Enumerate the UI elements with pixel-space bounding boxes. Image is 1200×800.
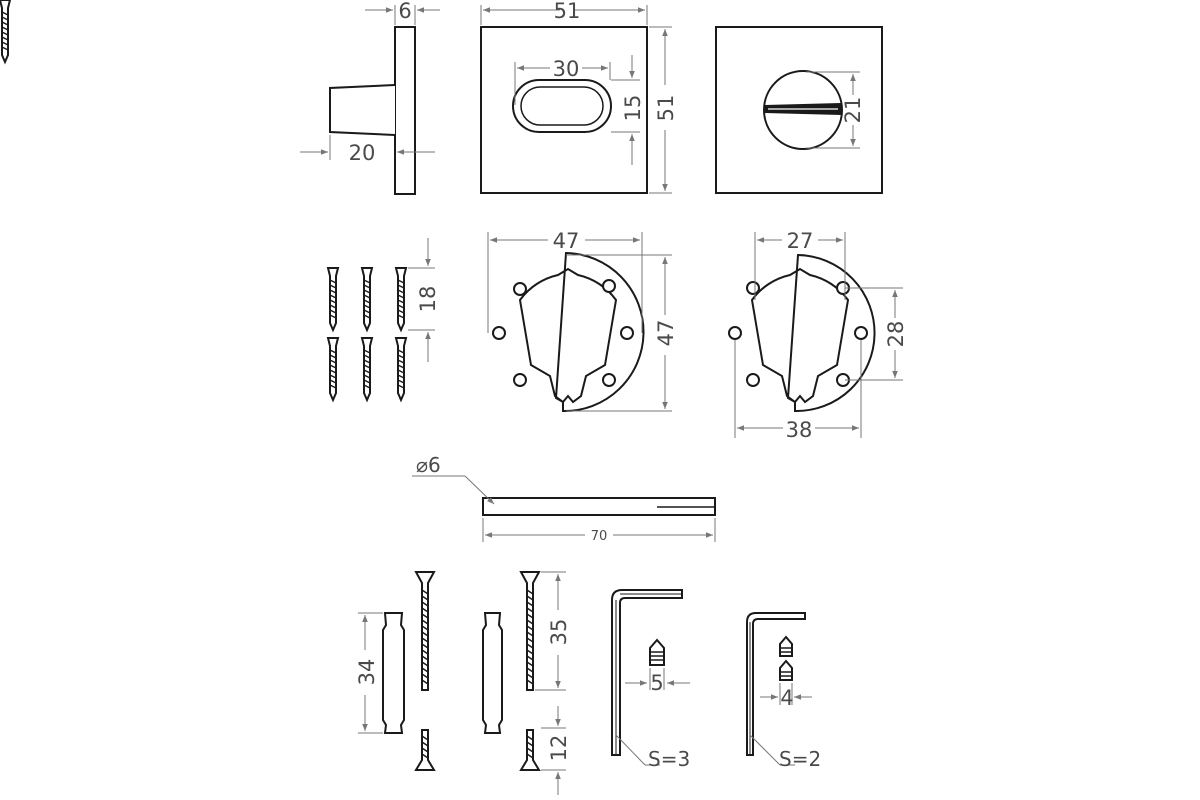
dim-bolt-long: 34: [355, 659, 379, 686]
plate-with-turn: [715, 26, 883, 194]
hex-key-large: [611, 589, 690, 766]
label-hex-key-small: S=2: [779, 747, 821, 771]
dim-turn-height: 21: [841, 97, 865, 124]
dim-spindle-length: 70: [591, 529, 608, 544]
square-spindle: [412, 475, 716, 542]
dim-slot-length: 30: [553, 57, 580, 81]
dim-bolt-short: 12: [547, 735, 571, 762]
dim-ring2-outer-width: 38: [786, 418, 813, 442]
through-bolt-set-long: [358, 571, 436, 771]
label-hex-key-large: S=3: [648, 747, 690, 771]
mounting-screws: [0, 0, 435, 401]
dim-knob-depth: 20: [349, 141, 376, 165]
dim-slot-height: 15: [621, 95, 645, 122]
mounting-ring-large: [487, 232, 672, 413]
dim-ring-outer-width: 47: [553, 229, 580, 253]
dim-ring-outer-height: 47: [654, 320, 678, 347]
dim-screw-length: 18: [416, 286, 440, 313]
dim-plate-side-height: 51: [654, 95, 678, 122]
dim-hex-key-small-size: 4: [780, 686, 793, 710]
dim-ring2-inner-width: 27: [787, 229, 814, 253]
through-bolt-set-short: [482, 571, 566, 795]
dim-plate-side-width: 51: [554, 0, 581, 23]
mounting-ring-small: [728, 232, 903, 438]
dim-bolt-screw-long: 35: [547, 619, 571, 646]
dim-plate-thickness: 6: [398, 0, 411, 23]
dim-spindle-section: ⌀6: [416, 453, 441, 477]
plate-with-slot: [480, 5, 672, 194]
dim-ring2-hole-spacing: 28: [884, 321, 908, 348]
dim-hex-key-large-size: 5: [650, 671, 663, 695]
rosette-side-view: [300, 5, 440, 195]
hex-key-small: [746, 612, 812, 766]
